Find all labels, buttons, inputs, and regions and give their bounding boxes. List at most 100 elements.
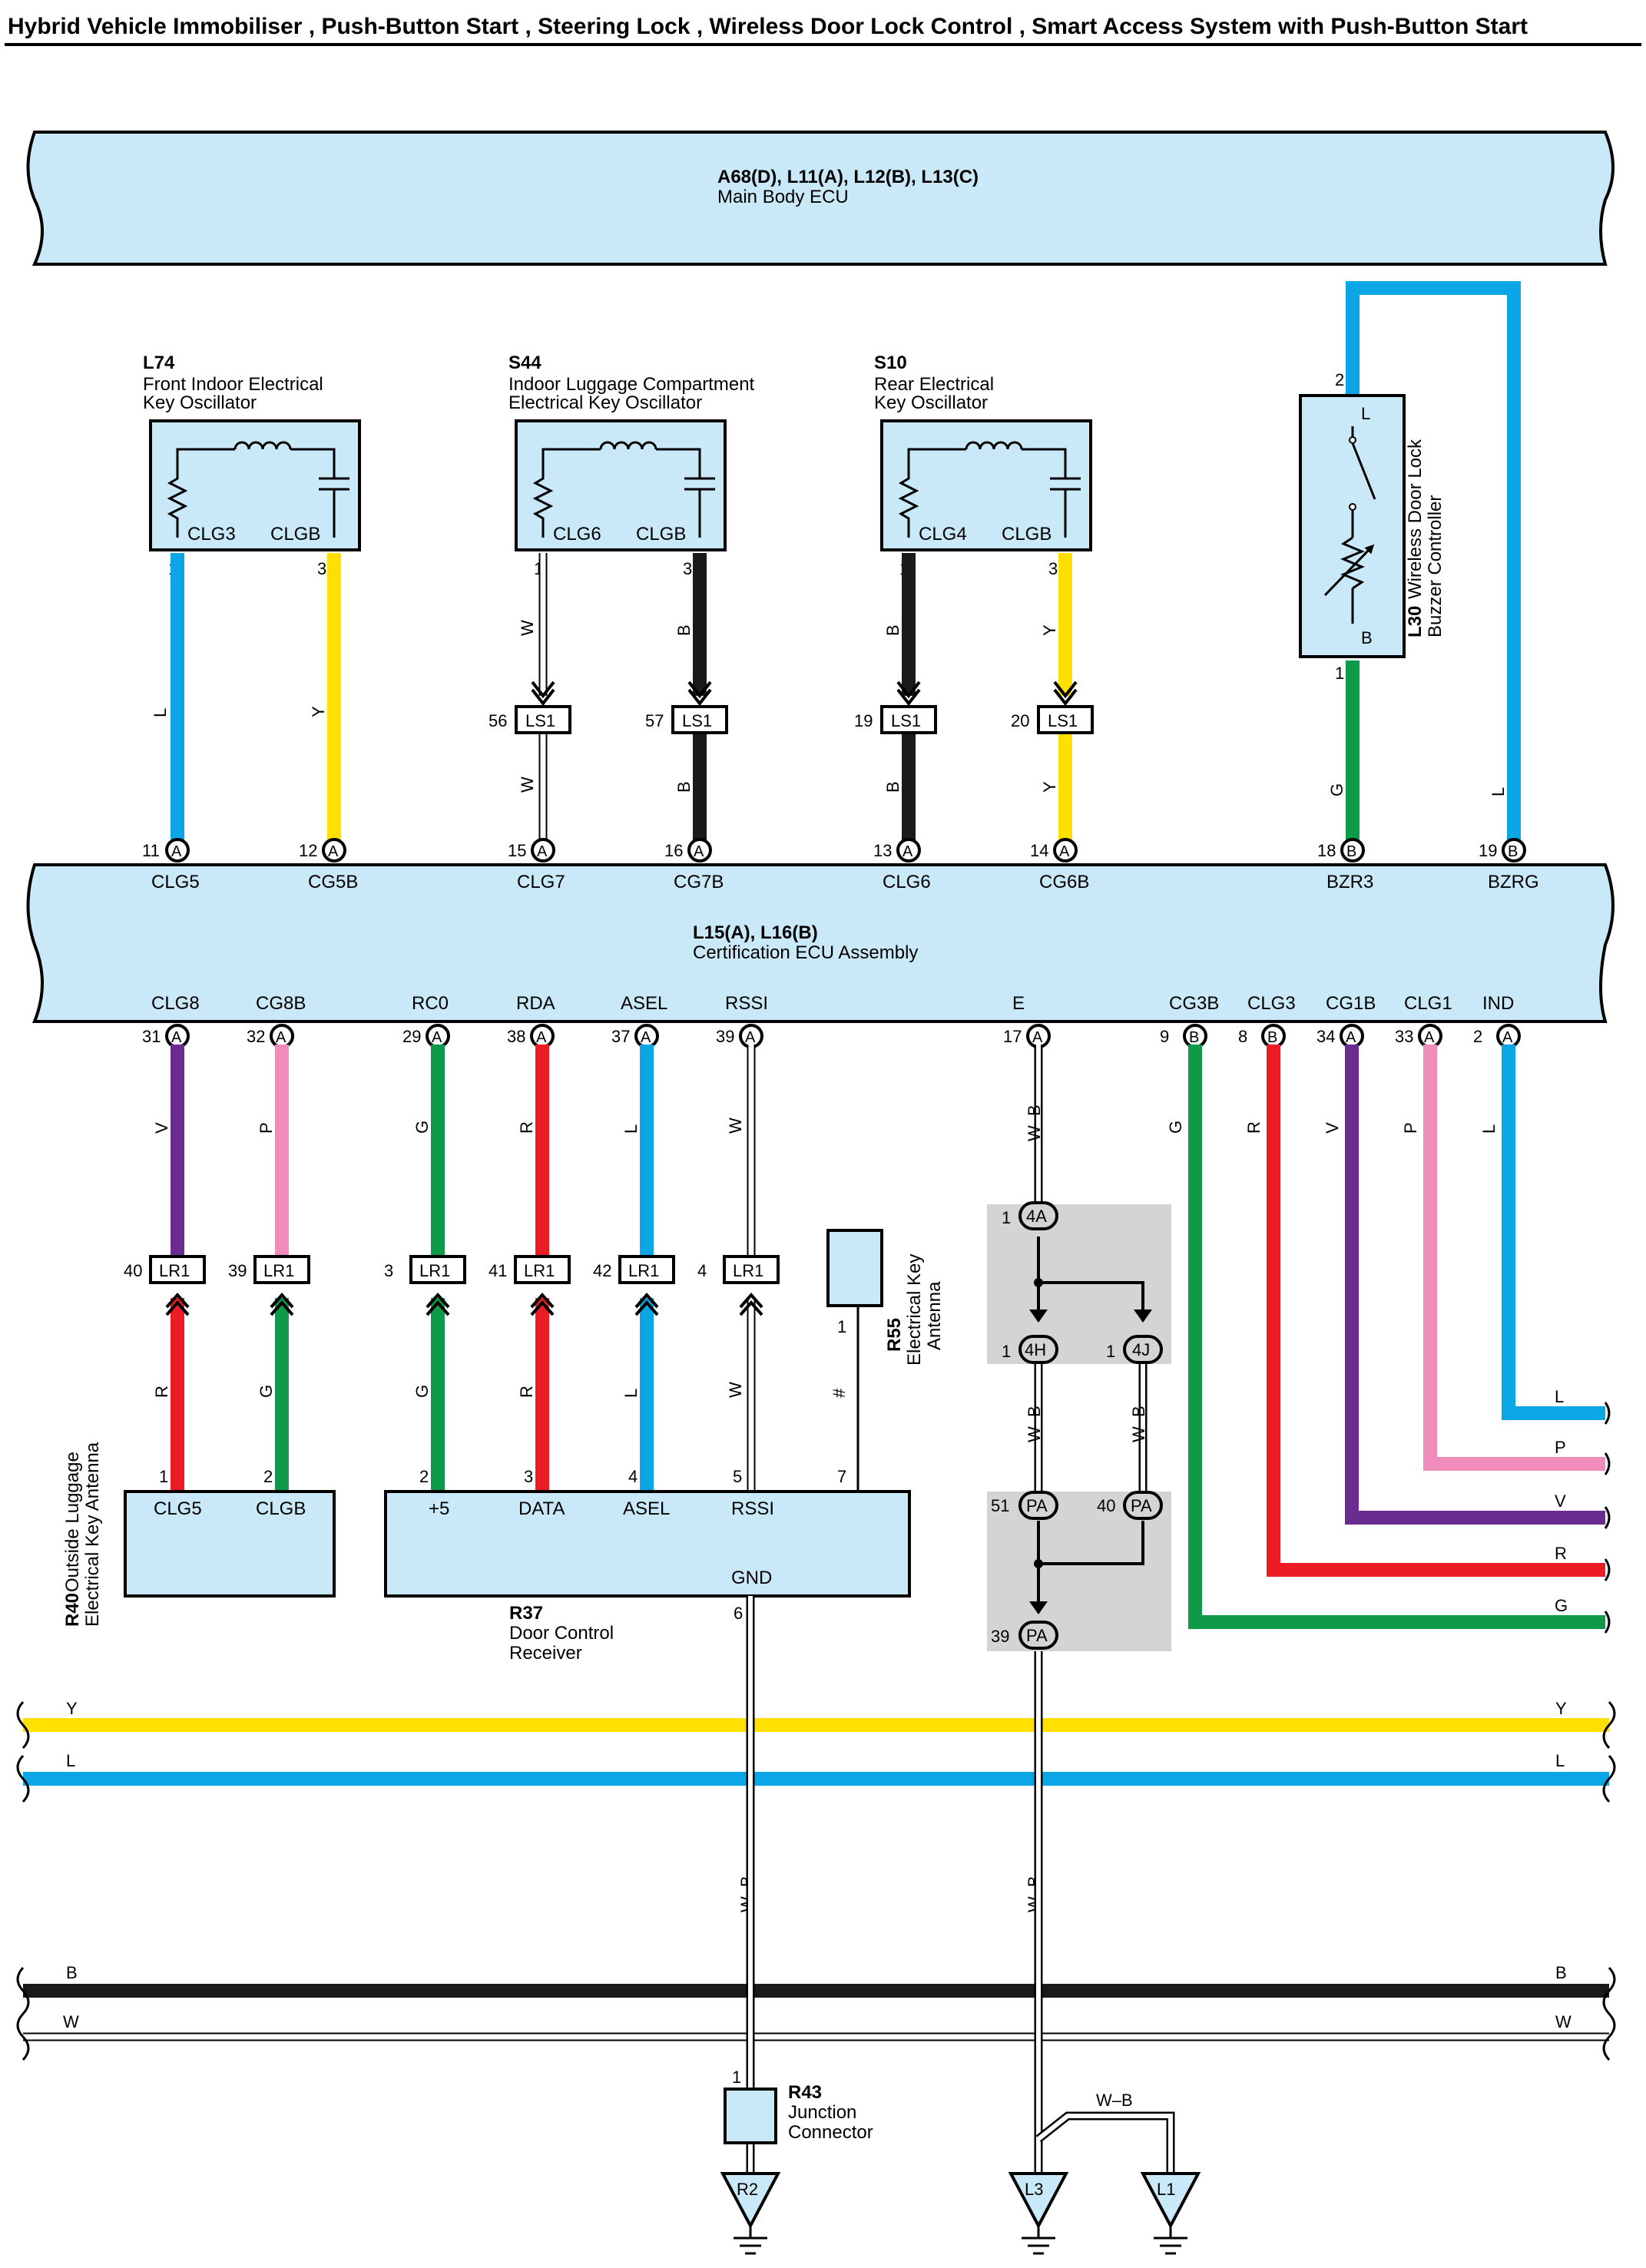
svg-text:CG5B: CG5B [308,872,358,892]
svg-text:B: B [883,624,902,636]
ground-l1: L1 [1140,2172,1201,2255]
svg-text:Indoor Luggage Compartment: Indoor Luggage Compartment [508,374,755,395]
wire-color-labels-top: L Y W W B B B B Y Y [151,620,1059,793]
svg-text:3: 3 [384,1261,393,1280]
svg-text:L74: L74 [143,353,175,373]
wire-side-g [1188,1045,1605,1629]
svg-text:LS1: LS1 [682,711,712,730]
svg-text:3: 3 [524,1467,533,1486]
svg-text:19: 19 [854,711,873,730]
svg-text:2: 2 [1473,1027,1482,1046]
svg-text:S10: S10 [874,353,907,373]
svg-text:PA: PA [1026,1496,1048,1515]
svg-text:PA: PA [1026,1626,1048,1645]
svg-text:R: R [1555,1544,1567,1563]
svg-text:14: 14 [1030,841,1048,860]
oscillator-box-l74: CLG3CLGB13 [149,419,361,578]
svg-text:LR1: LR1 [159,1261,190,1280]
svg-text:8: 8 [1238,1027,1247,1046]
svg-text:G: G [412,1121,432,1134]
svg-text:IND: IND [1482,993,1514,1014]
svg-text:29: 29 [402,1027,421,1046]
main-body-ecu-code: A68(D), L11(A), L12(B), L13(C) [717,167,979,187]
svg-text:CLG5: CLG5 [151,872,200,892]
wire-color-labels-lower: V P G R L W R G G R L W # [152,1117,849,1398]
wire-side-p [1423,1045,1605,1471]
svg-text:CG1B: CG1B [1326,993,1376,1014]
svg-text:CLG4: CLG4 [919,524,967,545]
svg-text:L: L [1479,1124,1499,1134]
svg-text:CG8B: CG8B [256,993,306,1014]
oscillator-s10-label: S10 Rear Electrical Key Oscillator [874,353,994,413]
svg-text:LR1: LR1 [628,1261,659,1280]
svg-text:Antenna: Antenna [924,1281,945,1350]
svg-text:CLG3: CLG3 [1247,993,1296,1014]
svg-text:LR1: LR1 [524,1261,555,1280]
wire-side-r [1267,1045,1605,1577]
svg-text:19: 19 [1479,841,1497,860]
svg-text:LS1: LS1 [891,711,921,730]
svg-text:7: 7 [837,1467,846,1486]
svg-text:A: A [171,843,182,860]
svg-text:B: B [1189,1029,1199,1046]
svg-text:L3: L3 [1025,2180,1043,2199]
svg-text:1: 1 [1002,1342,1011,1361]
svg-text:11: 11 [142,841,160,860]
svg-text:Junction: Junction [788,2102,856,2123]
svg-text:1: 1 [837,1317,846,1336]
svg-text:B: B [674,624,694,636]
svg-text:Y: Y [66,1699,78,1718]
svg-text:4: 4 [697,1261,707,1280]
svg-text:2: 2 [263,1467,273,1486]
oscillator-s44-label: S44 Indoor Luggage Compartment Electrica… [508,353,755,413]
svg-text:W: W [518,620,537,636]
svg-text:4A: 4A [1026,1207,1047,1226]
svg-text:W: W [1555,2012,1571,2031]
svg-text:Wireless Door Lock: Wireless Door Lock [1405,439,1426,599]
svg-text:CLG5: CLG5 [154,1498,202,1519]
cert-ecu-code: L15(A), L16(B) [693,922,818,943]
svg-text:W: W [726,1117,745,1134]
svg-text:A: A [328,843,339,860]
svg-text:A: A [536,1029,547,1046]
svg-text:41: 41 [489,1261,507,1280]
svg-text:LS1: LS1 [1048,711,1078,730]
connector-lr1-41: LR1 41 [489,1255,571,1316]
svg-text:B: B [1555,1963,1567,1982]
svg-text:L: L [66,1751,75,1770]
svg-text:GND: GND [731,1568,772,1588]
svg-text:Key Oscillator: Key Oscillator [143,392,257,413]
svg-text:39: 39 [228,1261,247,1280]
svg-text:Outside Luggage: Outside Luggage [62,1452,83,1592]
svg-text:4J: 4J [1132,1340,1150,1359]
svg-text:3: 3 [683,559,692,578]
svg-text:40: 40 [124,1261,142,1280]
svg-text:A: A [1502,1029,1513,1046]
wire-side-l [1502,1045,1605,1420]
door-control-receiver-r37: +5 DATA ASEL RSSI GND 2 3 4 5 7 6 R37 Do… [384,1467,911,1664]
svg-text:1: 1 [159,1467,168,1486]
outside-luggage-antenna-r40: CLG5 CLGB 1 2 R40 Outside Luggage Electr… [62,1442,336,1627]
svg-text:31: 31 [142,1027,161,1046]
svg-text:1: 1 [1335,664,1344,683]
wire-side-v [1345,1045,1605,1525]
svg-text:1: 1 [1002,1208,1011,1227]
svg-text:W–B: W–B [1096,2091,1133,2110]
svg-text:20: 20 [1011,711,1029,730]
svg-text:51: 51 [991,1496,1009,1515]
svg-text:PA: PA [1131,1496,1152,1515]
svg-text:A: A [641,1029,651,1046]
svg-text:39: 39 [716,1027,734,1046]
page-title: Hybrid Vehicle Immobiliser , Push-Button… [8,14,1528,39]
bus-b: B B [23,1963,1609,1998]
svg-text:L1: L1 [1157,2180,1175,2199]
